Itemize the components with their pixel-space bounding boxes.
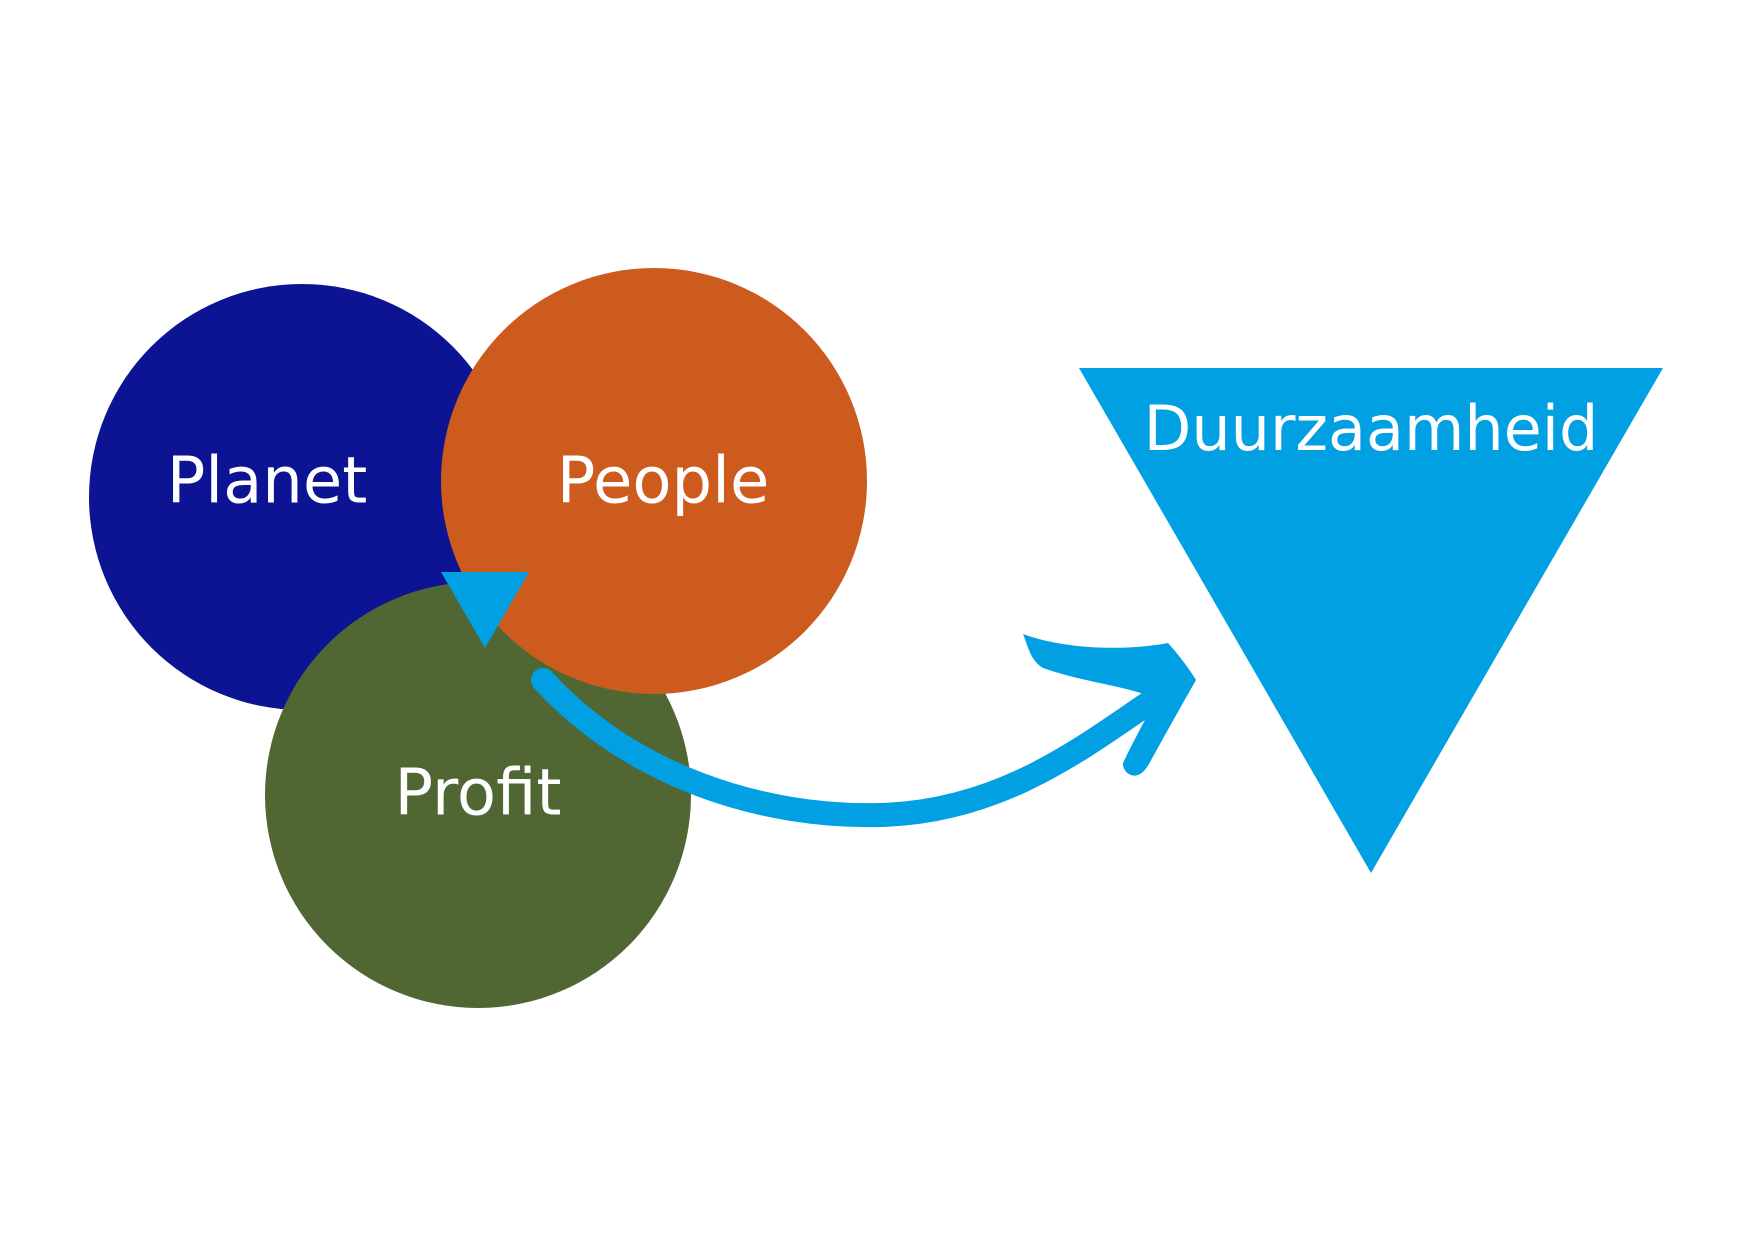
curved-arrow-icon (531, 634, 1196, 828)
result-label: Duurzaamheid (1144, 392, 1599, 465)
planet-label: Planet (167, 445, 368, 519)
arrow-head (1023, 634, 1196, 776)
result-triangle (1079, 368, 1663, 873)
center-triangle (441, 572, 529, 648)
arrow-shaft (531, 668, 1172, 828)
people-label: People (557, 445, 770, 519)
profit-circle (265, 582, 691, 1008)
people-circle (441, 268, 867, 694)
profit-label: Profit (395, 757, 562, 831)
